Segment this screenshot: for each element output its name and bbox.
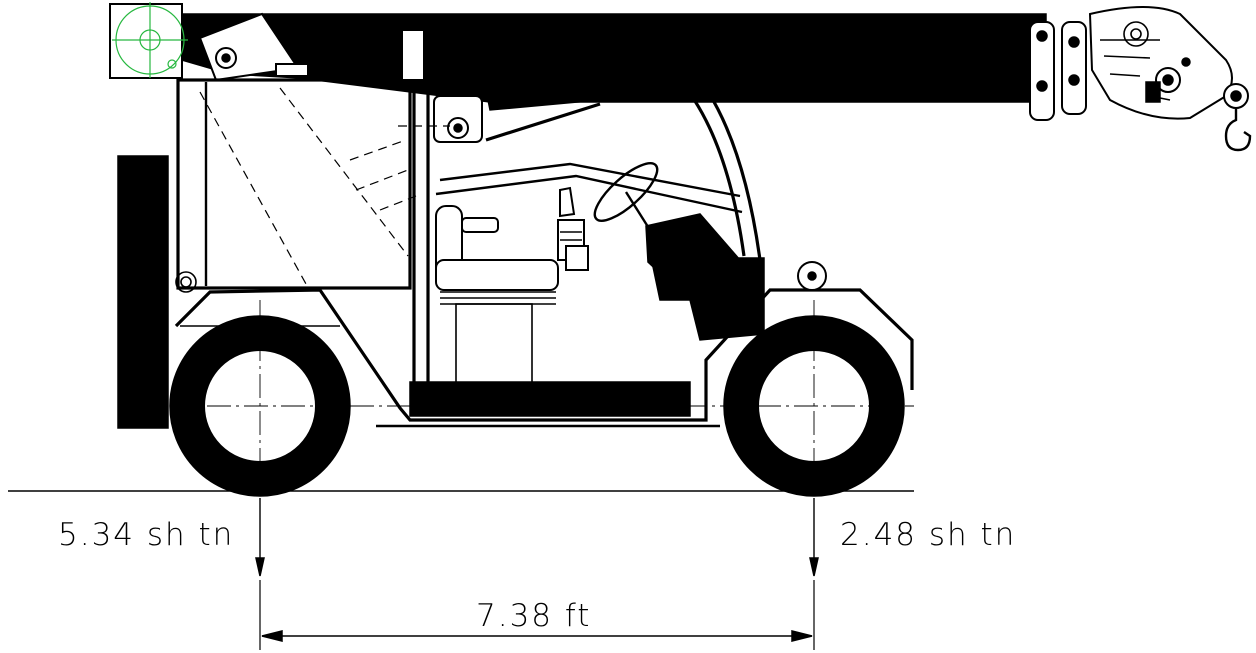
front-axle-load-label: 2.48 sh tn	[840, 517, 1016, 553]
wheelbase-label: 7.38 ft	[476, 598, 591, 634]
rear-axle-load-arrow	[255, 498, 265, 577]
controls	[557, 162, 765, 341]
boom-pivot	[109, 2, 309, 82]
operator-seat	[435, 162, 743, 385]
cab-frame	[349, 16, 762, 410]
chassis	[174, 261, 914, 428]
engine-housing	[117, 78, 412, 429]
wheelbase-dimension	[259, 580, 815, 650]
rear-axle-load-label: 5.34 sh tn	[58, 517, 234, 553]
rear-wheel	[169, 300, 351, 497]
front-axle-load-arrow	[809, 498, 819, 577]
front-wheel	[350, 300, 914, 497]
